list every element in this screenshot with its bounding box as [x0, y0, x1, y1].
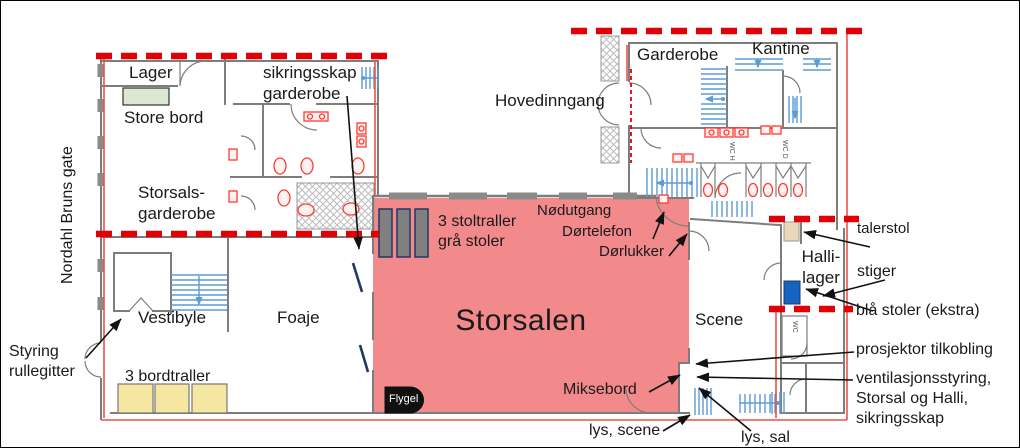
- room-label-garderobe: Garderobe: [637, 45, 719, 64]
- label-hovedinngang: Hovedinngang: [495, 91, 605, 110]
- arrow-bla-stoler: [805, 288, 874, 312]
- talerstol-item: [783, 221, 800, 242]
- label-flygel: Flygel: [389, 393, 419, 405]
- room-label-halli-lager: Halli- lager: [801, 247, 841, 288]
- label-bla-stoler: blå stoler (ekstra): [856, 302, 980, 319]
- room-label-storsals-garderobe: Storsals- garderobe: [138, 183, 216, 224]
- label-talerstol: talerstol: [857, 220, 910, 237]
- label-ventilasjon: ventilasjonsstyring, Storsal og Halli, s…: [856, 370, 992, 427]
- chair-trolley-1: [378, 208, 393, 258]
- label-sikringsskap-garderobe: sikringsskap garderobe: [263, 63, 357, 104]
- label-wc-d: WC D: [781, 140, 788, 159]
- fixtures-layer: [228, 111, 804, 217]
- arrow-talerstol: [803, 229, 871, 248]
- room-label-lager: Lager: [129, 63, 173, 82]
- label-nodutgang: Nødutgang: [537, 202, 612, 219]
- fire-boundary-dashed-lines: [96, 27, 863, 313]
- room-label-vestibyle: Vestibyle: [138, 308, 207, 327]
- arrow-sikringsskap-garderobe: [346, 95, 363, 250]
- arrow-dortelefon: [652, 211, 665, 240]
- room-label-kantine: Kantine: [752, 39, 810, 58]
- walls-layer: [97, 42, 845, 420]
- label-store-bord: Store bord: [124, 108, 204, 127]
- label-dorlukker: Dørlukker: [599, 243, 665, 260]
- label-miksebord: Miksebord: [563, 381, 637, 398]
- chair-trolley-3: [414, 208, 429, 258]
- flygel-shape: [384, 386, 424, 414]
- arrow-stiger: [822, 279, 886, 298]
- label-lys-scene: lys, scene: [589, 422, 661, 439]
- storsalen-area: [373, 198, 689, 413]
- arrow-miksebord: [648, 374, 681, 393]
- door-panels-navy: [351, 262, 370, 373]
- stairs-layer: [171, 58, 831, 415]
- arrow-styring-rullegitter: [85, 318, 122, 359]
- label-styring-rullegitter: Styring rullegitter: [9, 343, 75, 380]
- arrow-prosjektor: [695, 351, 855, 368]
- label-wc: WC: [791, 321, 798, 333]
- furniture-layer: [117, 87, 801, 414]
- table-trolley-1: [117, 383, 154, 414]
- arrow-lys-sal: [698, 387, 752, 432]
- chair-trolley-2: [396, 208, 411, 258]
- store-bord-table: [122, 87, 170, 106]
- arrow-dorlukker: [668, 233, 688, 257]
- arrow-ventilasjon: [696, 372, 854, 383]
- label-lys-sal: lys, sal: [741, 429, 790, 446]
- boundary-red-lines: [101, 33, 848, 421]
- room-label-foaje: Foaje: [277, 308, 320, 327]
- label-wc-h: WC H: [728, 142, 735, 161]
- label-stoltraller: 3 stoltraller grå stoler: [438, 213, 517, 250]
- annotation-arrows: [85, 95, 886, 432]
- room-label-scene: Scene: [695, 310, 744, 329]
- label-dortelefon: Dørtelefon: [562, 223, 633, 240]
- label-stiger: stiger: [857, 263, 897, 280]
- table-trolley-2: [154, 383, 190, 414]
- room-label-storsalen: Storsalen: [455, 304, 587, 337]
- blue-chairs-item: [783, 280, 801, 305]
- street-name-label: Nordahl Bruns gate: [59, 146, 76, 284]
- table-trolley-3: [191, 383, 228, 414]
- arrow-lys-scene: [662, 414, 691, 432]
- label-prosjektor: prosjektor tilkobling: [856, 341, 993, 358]
- label-bordtraller: 3 bordtraller: [125, 368, 211, 385]
